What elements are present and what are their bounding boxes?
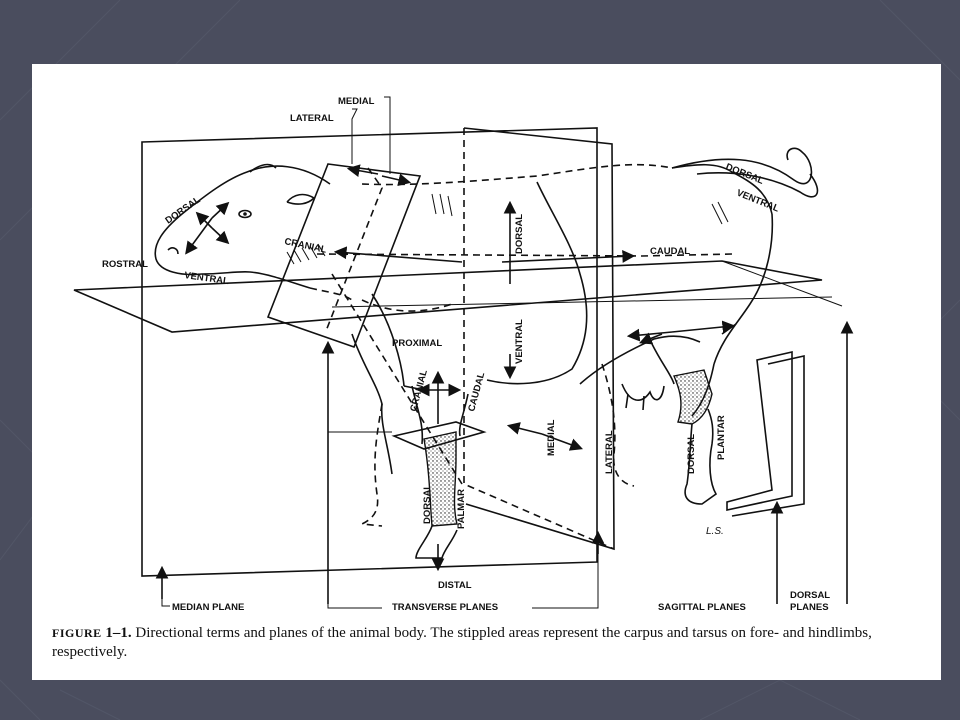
- label-proximal: PROXIMAL: [392, 338, 442, 349]
- label-signature: L.S.: [706, 526, 724, 537]
- caption-text: Directional terms and planes of the anim…: [52, 625, 872, 660]
- cow-outline: [154, 147, 819, 559]
- label-dorsal-tail: DORSAL: [724, 162, 765, 187]
- label-lateral-mid: LATERAL: [604, 430, 615, 474]
- neck-transverse-planes: [266, 163, 422, 349]
- label-distal: DISTAL: [438, 580, 472, 591]
- figure-panel: MEDIAL LATERAL DORSAL ROSTRAL VENTRAL CR…: [32, 64, 941, 680]
- label-dorsal-head: DORSAL: [163, 194, 202, 226]
- carpal-transverse-plane: [391, 421, 487, 450]
- caption-figure-word: FIGURE: [52, 626, 102, 640]
- sagittal-planes: [726, 350, 805, 517]
- label-caudal-leg: CAUDAL: [466, 371, 487, 413]
- median-plane: [141, 127, 598, 577]
- label-cranial-body: CRANIAL: [283, 236, 327, 256]
- label-ventral-body: VENTRAL: [514, 319, 525, 364]
- label-transverse-planes: TRANSVERSE PLANES: [392, 602, 498, 613]
- label-ventral-tail: VENTRAL: [735, 188, 781, 215]
- anatomy-diagram: MEDIAL LATERAL DORSAL ROSTRAL VENTRAL CR…: [73, 96, 854, 613]
- dorsal-planes: [73, 260, 843, 333]
- label-median-plane: MEDIAN PLANE: [172, 602, 244, 613]
- transverse-plane-rear: [331, 127, 615, 551]
- direction-arrows: [155, 96, 854, 609]
- label-dorsal-planes-2: PLANES: [790, 602, 829, 613]
- label-dorsal-foreleg: DORSAL: [422, 484, 433, 524]
- label-medial-mid: MEDIAL: [546, 419, 557, 456]
- label-medial-top: MEDIAL: [338, 96, 375, 107]
- label-plantar: PLANTAR: [716, 415, 727, 460]
- label-dorsal-hindleg: DORSAL: [686, 434, 697, 474]
- label-lateral-top: LATERAL: [290, 113, 334, 124]
- caption-figure-number: 1–1.: [105, 625, 132, 641]
- figure-caption: FIGURE 1–1. Directional terms and planes…: [52, 624, 932, 662]
- label-rostral: ROSTRAL: [102, 259, 148, 270]
- label-dorsal-planes-1: DORSAL: [790, 590, 830, 601]
- label-dorsal-body: DORSAL: [514, 214, 525, 254]
- label-palmar: PALMAR: [456, 489, 467, 529]
- label-caudal-body: CAUDAL: [650, 246, 690, 257]
- label-sagittal-planes: SAGITTAL PLANES: [658, 602, 746, 613]
